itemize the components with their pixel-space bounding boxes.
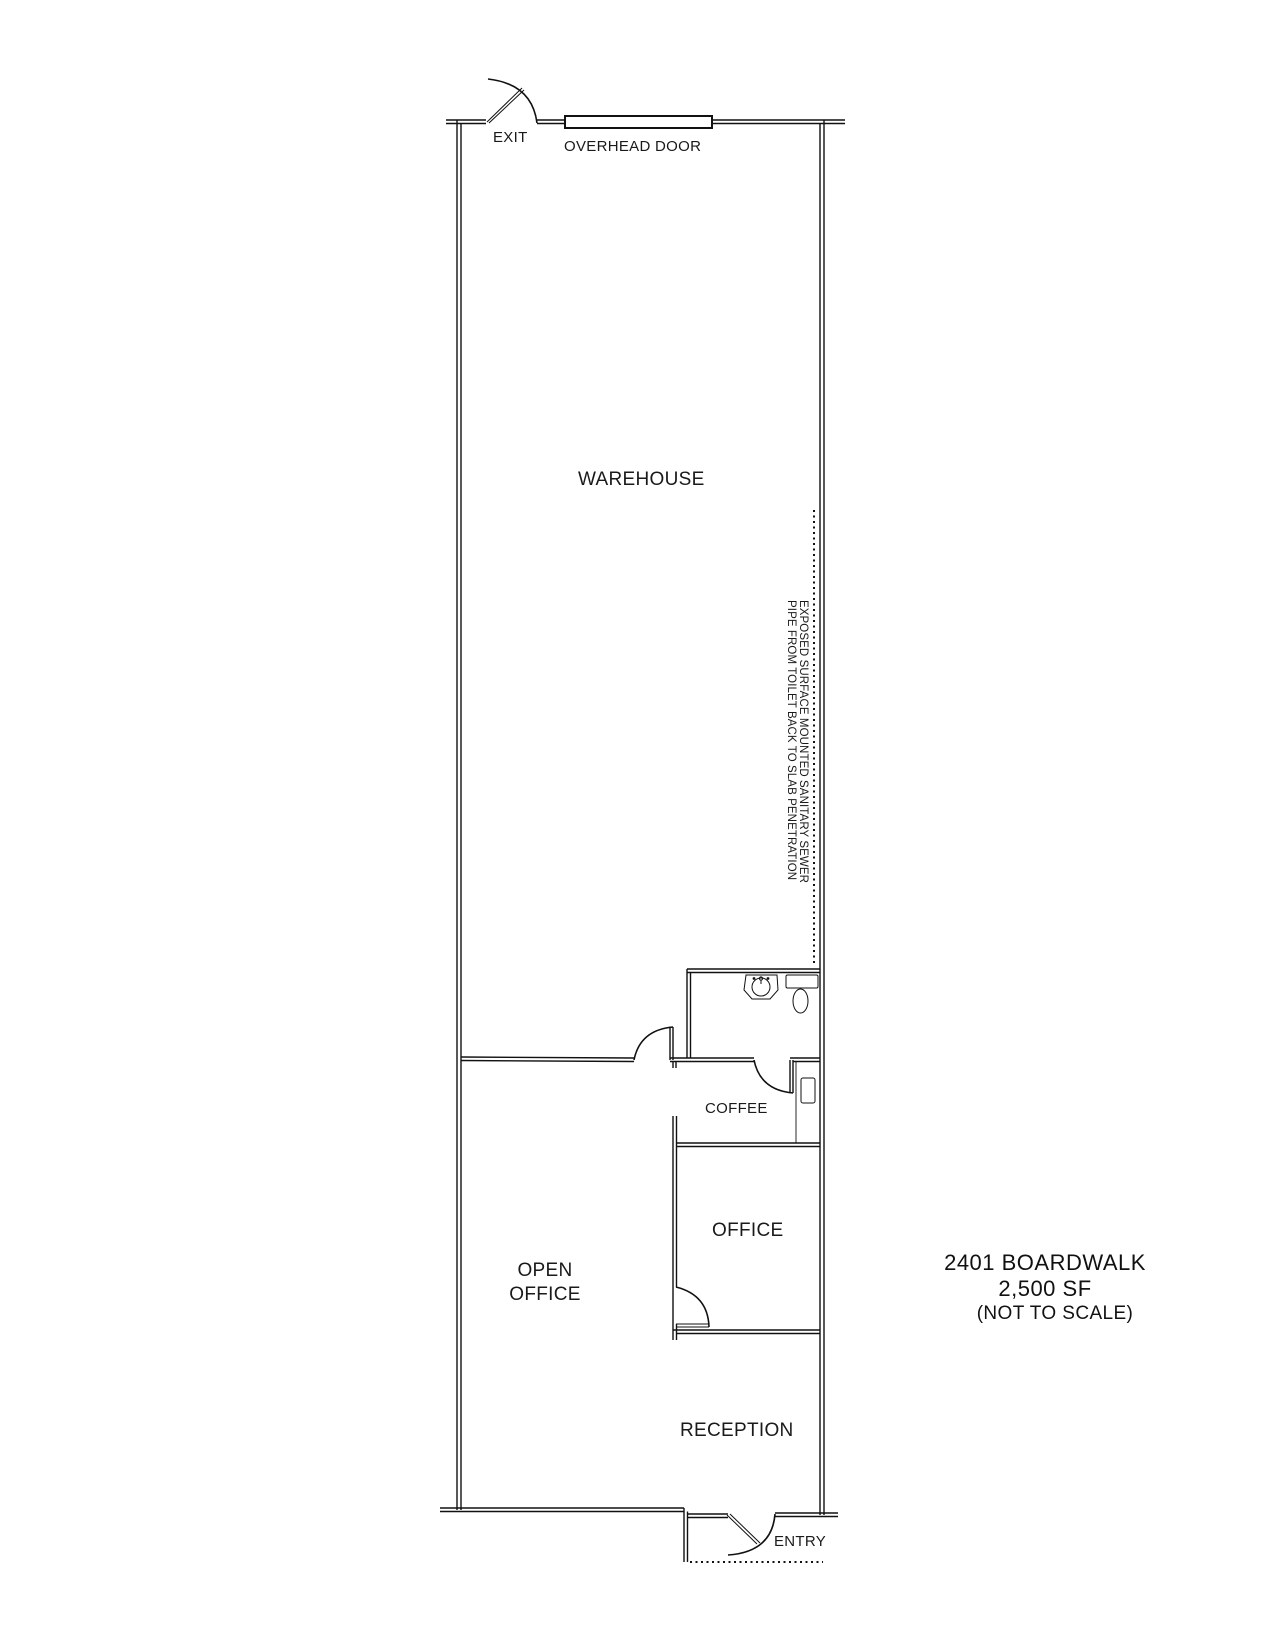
left-exterior-wall — [456, 120, 462, 1510]
entry-door-swing — [726, 1513, 776, 1556]
title-block: 2401 BOARDWALK 2,500 SF (NOT TO SCALE) — [925, 1250, 1165, 1325]
property-area: 2,500 SF — [998, 1276, 1092, 1301]
sewer-note-line2: PIPE FROM TOILET BACK TO SLAB PENETRATIO… — [785, 600, 798, 881]
toilet-fixture — [785, 974, 819, 1014]
room-label-open-office: OPEN OFFICE — [505, 1259, 585, 1307]
entry-door-label: ENTRY — [774, 1533, 827, 1550]
top-exterior-wall — [446, 119, 845, 125]
room-label-reception: RECEPTION — [680, 1420, 794, 1441]
warehouse-divider-wall — [460, 1056, 635, 1063]
office-door-swing — [675, 1286, 710, 1328]
room-label-coffee: COFFEE — [705, 1100, 768, 1117]
room-label-warehouse: WAREHOUSE — [578, 469, 705, 490]
overhead-door-label: OVERHEAD DOOR — [564, 138, 702, 155]
office-bottom-wall — [673, 1324, 820, 1340]
overhead-door — [564, 115, 713, 129]
sewer-pipe-note: EXPOSED SURFACE MOUNTED SANITARY SEWER P… — [784, 600, 810, 912]
restroom-door-swing — [753, 1057, 820, 1094]
open-office-line1: OPEN — [517, 1260, 573, 1281]
sink-fixture — [743, 974, 779, 1000]
exit-door-swing — [486, 78, 538, 124]
right-exterior-wall — [819, 120, 825, 1515]
exit-door-label: EXIT — [493, 129, 528, 146]
sewer-note-line1: EXPOSED SURFACE MOUNTED SANITARY SEWER — [797, 600, 809, 884]
property-name: 2401 BOARDWALK — [944, 1250, 1146, 1275]
coffee-appliance — [800, 1077, 816, 1104]
scale-note: (NOT TO SCALE) — [976, 1303, 1134, 1324]
bottom-exterior-wall — [440, 1507, 838, 1562]
room-label-office: OFFICE — [712, 1220, 784, 1241]
warehouse-door-swing — [633, 1026, 674, 1061]
restroom-walls — [670, 968, 820, 1068]
coffee-area-walls — [672, 1061, 820, 1340]
open-office-line2: OFFICE — [509, 1284, 581, 1305]
